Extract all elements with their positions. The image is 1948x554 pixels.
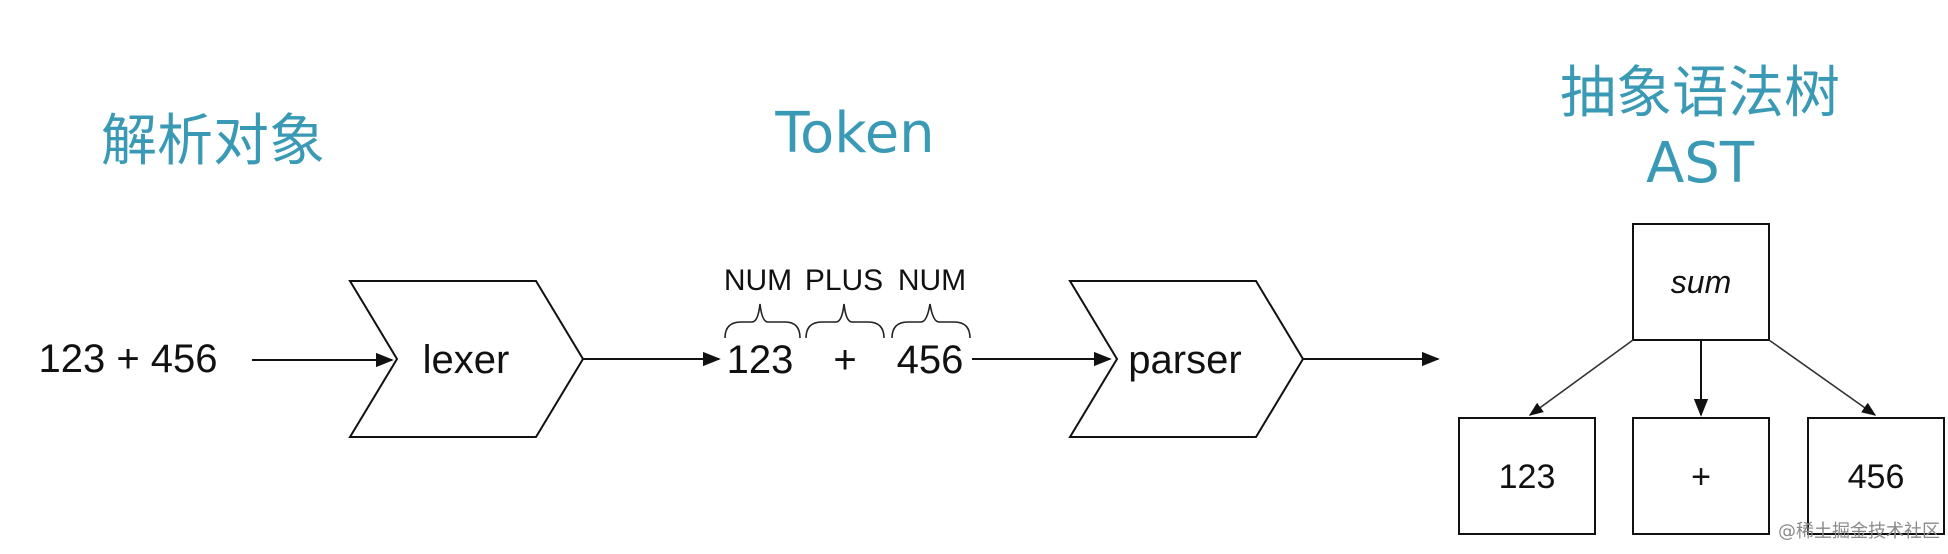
- parser-step: parser: [1068, 280, 1305, 438]
- lexer-step: lexer: [348, 280, 585, 438]
- ast-child-label: +: [1691, 458, 1711, 496]
- token-brace: [891, 303, 971, 339]
- ast-root-label: sum: [1671, 264, 1731, 300]
- input-expression: 123 + 456: [38, 337, 217, 381]
- ast-child-label: 123: [1499, 458, 1556, 496]
- token-value: 456: [897, 338, 964, 382]
- ast-tree: sum 123 + 456: [1458, 223, 1945, 535]
- token-stream: NUM PLUS NUM 123 + 456: [724, 264, 971, 382]
- token-value: +: [833, 338, 856, 382]
- lexer-label: lexer: [423, 338, 510, 382]
- heading-ast-cn: 抽象语法树: [1560, 61, 1840, 126]
- ast-child-node: [1632, 417, 1770, 535]
- ast-child-node: [1458, 417, 1596, 535]
- ast-root-node: [1632, 223, 1770, 341]
- token-type: NUM: [898, 264, 966, 297]
- ast-child-label: 456: [1848, 458, 1905, 496]
- token-brace: [805, 303, 885, 339]
- parser-label: parser: [1128, 338, 1241, 382]
- parser-chevron-shape: [1068, 280, 1305, 438]
- ast-edge: [1528, 339, 1634, 416]
- token-type: NUM: [724, 264, 792, 297]
- token-value: 123: [727, 338, 794, 382]
- token-brace: [724, 303, 801, 339]
- watermark: @稀土掘金技术社区: [1778, 521, 1940, 542]
- lexer-chevron-shape: [348, 280, 585, 438]
- token-type: PLUS: [805, 264, 883, 297]
- heading-source: 解析对象: [101, 109, 325, 174]
- ast-child-node: [1807, 417, 1945, 535]
- ast-edge: [1768, 339, 1877, 416]
- heading-ast-en: AST: [1646, 131, 1755, 196]
- heading-token: Token: [774, 101, 934, 166]
